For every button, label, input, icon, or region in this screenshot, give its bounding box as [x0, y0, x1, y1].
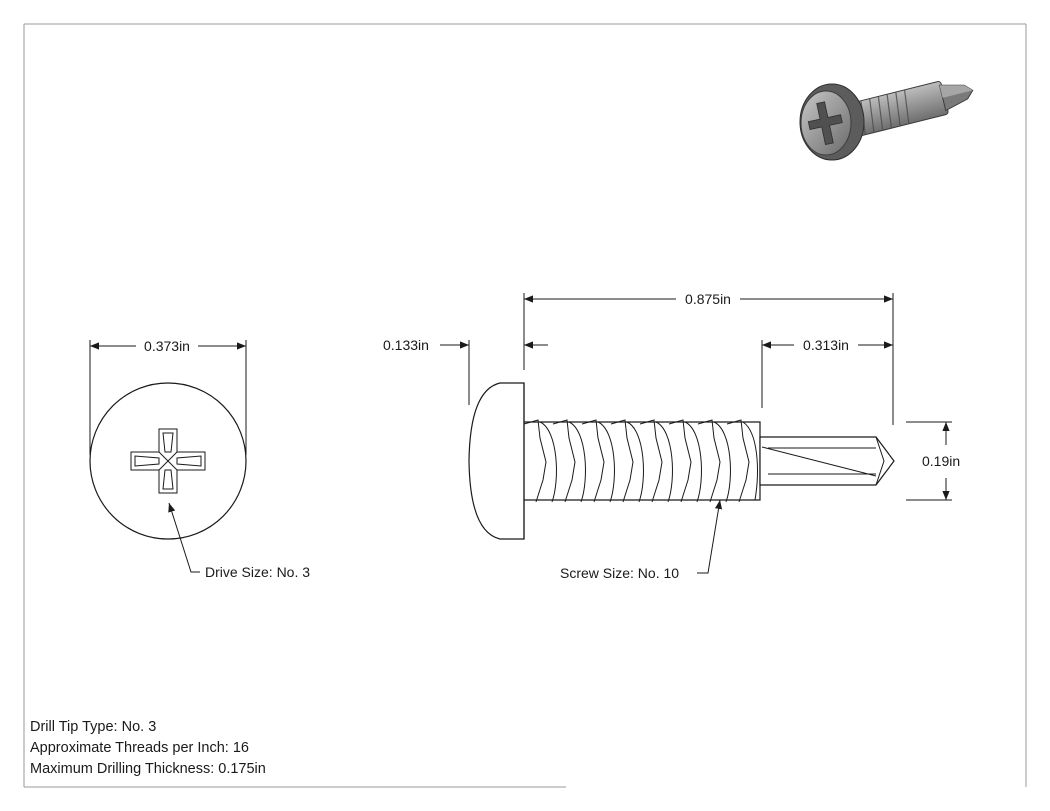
dim-major-diameter: 0.19in [906, 421, 960, 501]
dim-drill-point-length: 0.313in [761, 337, 893, 408]
callout-drive-size: Drive Size: No. 3 [168, 502, 310, 580]
dim-head-height: 0.133in [383, 293, 548, 405]
note-threads-per-inch: Approximate Threads per Inch: 16 [30, 740, 249, 756]
dim-overall-length: 0.875in [524, 291, 894, 425]
isometric-view [799, 81, 974, 161]
head-diameter-label: 0.373in [144, 338, 190, 354]
screw-head-profile [468, 382, 525, 540]
dim-head-diameter: 0.373in [89, 338, 247, 455]
drill-point [759, 436, 895, 486]
drive-size-label: Drive Size: No. 3 [205, 564, 310, 580]
head-height-label: 0.133in [383, 337, 429, 353]
major-diameter-label: 0.19in [922, 453, 960, 469]
drill-point-length-label: 0.313in [803, 337, 849, 353]
threads [523, 419, 758, 503]
screw-size-label: Screw Size: No. 10 [560, 565, 679, 581]
note-max-drilling-thickness: Maximum Drilling Thickness: 0.175in [30, 761, 266, 777]
callout-screw-size: Screw Size: No. 10 [560, 499, 723, 581]
head-end-view [89, 382, 247, 540]
drawing-frame [23, 23, 1027, 788]
note-drill-tip-type: Drill Tip Type: No. 3 [30, 719, 157, 735]
side-view [468, 382, 895, 540]
phillips-recess [130, 428, 206, 494]
overall-length-label: 0.875in [685, 291, 731, 307]
